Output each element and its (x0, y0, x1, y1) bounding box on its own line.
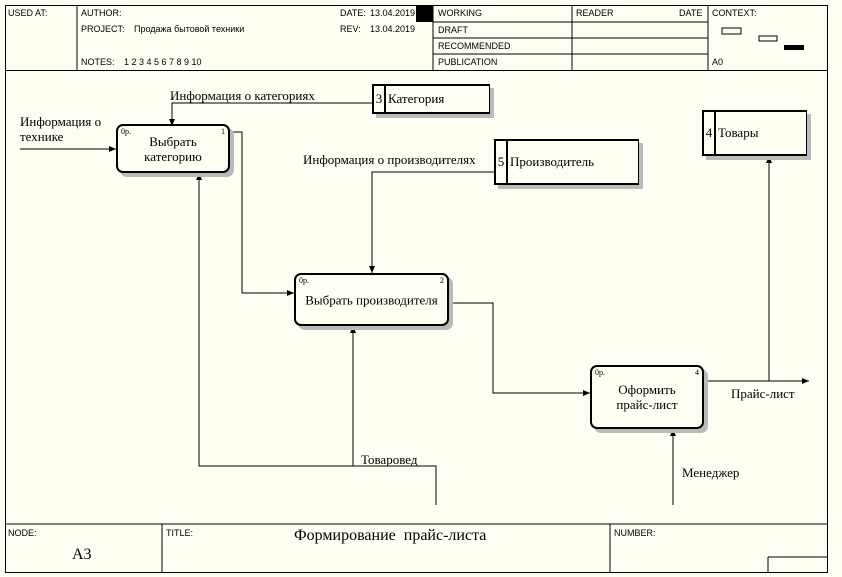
status-recommended: RECOMMENDED (438, 41, 511, 51)
arrow-info-categories (169, 102, 372, 126)
context-node: A0 (712, 57, 724, 67)
notes-label: NOTES: (81, 57, 115, 67)
rev-value: 13.04.2019 (370, 24, 416, 34)
activity-select-category[interactable]: 0р. 1 Выбрать категорию (116, 124, 230, 173)
activity-op: 0р. (121, 127, 131, 136)
store-number: 3 (372, 86, 386, 112)
arrow-merchandiser (350, 326, 437, 505)
label-manager: Менеджер (682, 465, 740, 480)
arrow-box2-box3 (449, 302, 590, 396)
notes-value: 1 2 3 4 5 6 7 8 9 10 (124, 57, 202, 67)
activity-label: Выбрать категорию (144, 133, 202, 164)
label-info-tech: Информация о технике (20, 114, 102, 144)
store-label: Категория (388, 91, 445, 106)
project-label: PROJECT: (81, 24, 125, 34)
arrow-info-manufacturers (369, 171, 494, 273)
activity-label: Оформить прайс-лист (616, 382, 678, 412)
node-value: A3 (72, 546, 92, 563)
activity-op: 0р. (299, 276, 309, 285)
label-info-categories: Информация о категориях (170, 88, 315, 103)
number-label: NUMBER: (614, 528, 656, 538)
reader-label: READER (576, 8, 614, 18)
activity-label: Выбрать производителя (305, 292, 438, 307)
arrow-merchandiser-box1 (196, 173, 353, 467)
label-merchandiser: Товаровед (361, 452, 418, 467)
store-goods[interactable]: 4 Товары (702, 110, 807, 156)
reader-date-label: DATE (679, 8, 703, 18)
date-label: DATE: (340, 8, 366, 18)
label-info-manufacturers: Информация о производителях (303, 152, 476, 167)
store-label: Производитель (510, 154, 595, 169)
title-label: TITLE: (166, 528, 194, 538)
author-label: AUTHOR: (81, 8, 122, 18)
project-value: Продажа бытовой техники (134, 24, 245, 34)
used-at-label: USED AT: (8, 8, 48, 18)
rev-label: REV: (340, 24, 361, 34)
diagram-title: Формирование прайс-листа (294, 527, 487, 544)
activity-op: 0р. (595, 368, 605, 377)
date-value: 13.04.2019 (370, 8, 416, 18)
activity-select-manufacturer[interactable]: 0р. 2 Выбрать производителя (294, 273, 449, 326)
context-label: CONTEXT: (712, 8, 757, 18)
store-label: Товары (718, 125, 759, 140)
status-publication: PUBLICATION (438, 57, 498, 67)
node-label: NODE: (8, 528, 37, 538)
activity-number: 2 (440, 276, 444, 285)
label-price-list: Прайс-лист (731, 386, 795, 401)
status-working: WORKING (438, 8, 482, 18)
store-category[interactable]: 3 Категория (372, 84, 490, 114)
status-draft: DRAFT (438, 25, 468, 35)
arrow-box1-box2 (230, 131, 294, 296)
store-number: 4 (702, 112, 716, 154)
store-manufacturer[interactable]: 5 Производитель (494, 139, 639, 185)
activity-number: 4 (695, 368, 699, 377)
activity-number: 1 (221, 127, 225, 136)
activity-make-price-list[interactable]: 0р. 4 Оформить прайс-лист (590, 365, 704, 429)
header-block (5, 5, 828, 71)
store-number: 5 (494, 141, 508, 183)
